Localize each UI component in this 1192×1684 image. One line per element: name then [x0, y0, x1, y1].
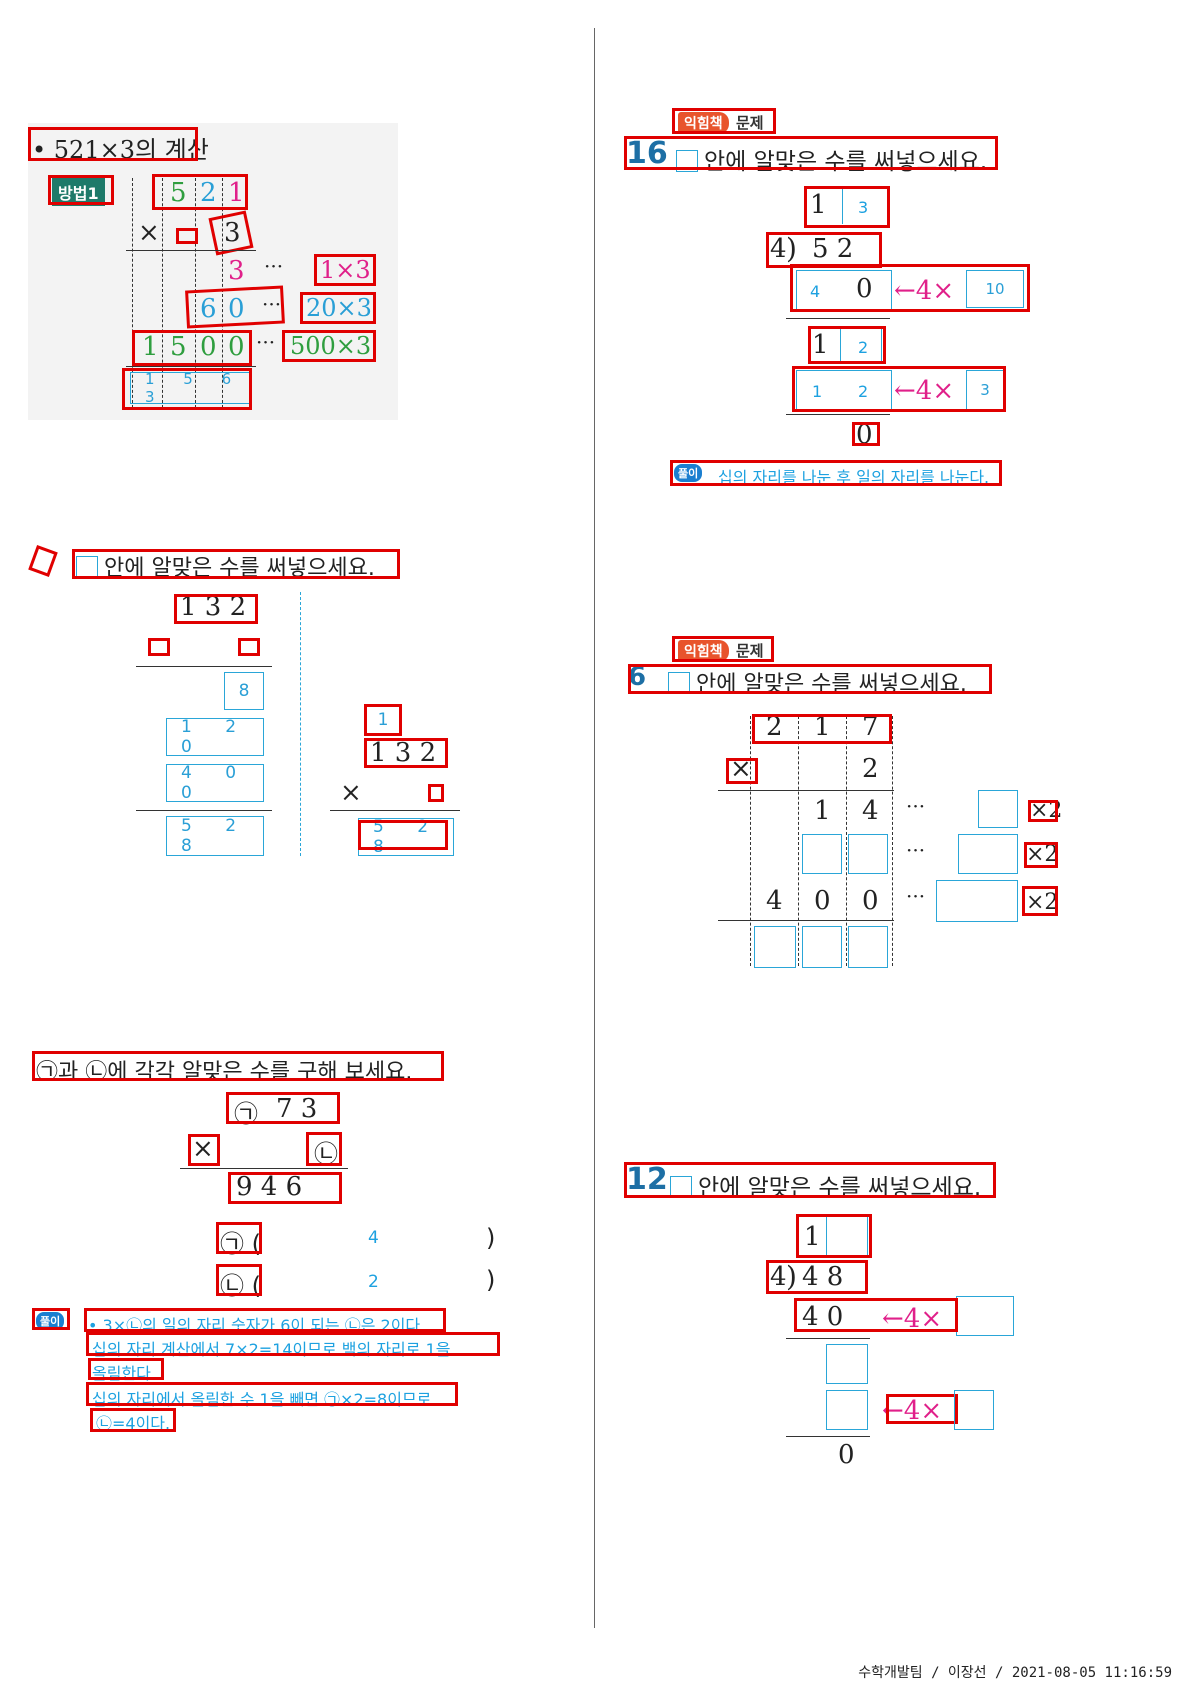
q9-marker [28, 545, 58, 577]
footer: 수학개발팀 / 이장선 / 2021-08-05 11:16:59 [858, 1665, 1172, 1681]
method-badge: 방법1 [52, 178, 105, 206]
input-box[interactable] [958, 834, 1018, 874]
input-box[interactable] [956, 1296, 1014, 1336]
input-box[interactable] [754, 926, 796, 968]
input-box[interactable] [936, 880, 1018, 922]
column-divider [594, 28, 595, 1628]
digit: 5 [170, 178, 187, 208]
input-box[interactable] [848, 926, 888, 968]
input-box[interactable] [826, 1344, 868, 1384]
input-box[interactable] [802, 834, 842, 874]
input-box[interactable] [802, 926, 842, 968]
digit: 2 [200, 178, 217, 208]
times-sign: × [138, 218, 160, 248]
input-box[interactable] [826, 1390, 868, 1430]
input-box[interactable] [978, 790, 1018, 828]
input-box[interactable] [848, 834, 888, 874]
input-box[interactable] [954, 1390, 994, 1430]
digit: 1 [228, 178, 245, 208]
multiplier: 3 [224, 218, 241, 248]
q16-prompt: 안에 알맞은 수를 써넣으세요. [676, 142, 987, 176]
